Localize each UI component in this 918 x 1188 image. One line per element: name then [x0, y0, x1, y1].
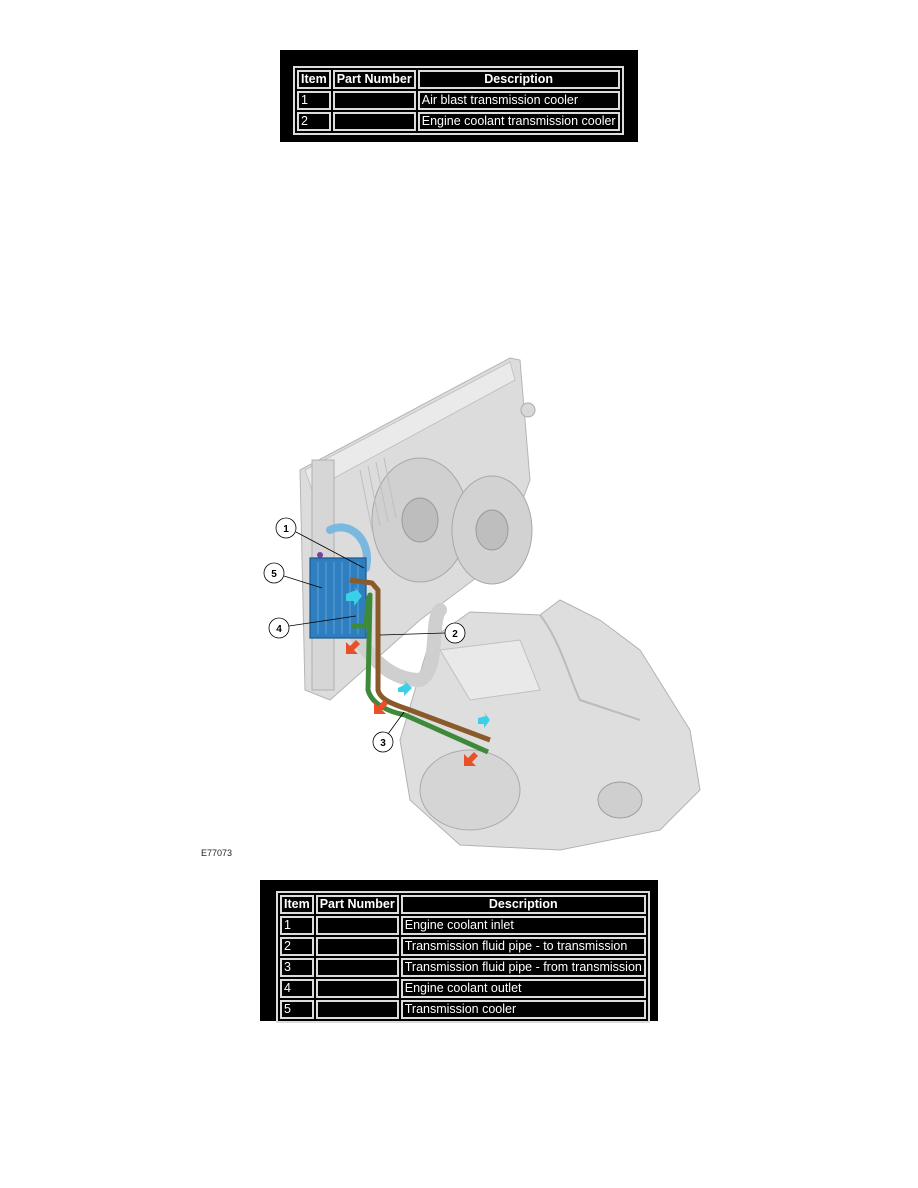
cell-part-number: [332, 112, 416, 131]
table-row: 1 Air blast transmission cooler: [297, 91, 620, 110]
cell-item: 1: [297, 91, 331, 110]
transmission-housing: [399, 599, 701, 851]
transmission-cooler-illustration: 1 2 3 4 5: [263, 357, 701, 851]
parts-table-2: Item Part Number Description 1 Engine co…: [260, 880, 658, 1023]
cell-part-number: [315, 1000, 399, 1019]
cell-description: Transmission cooler: [400, 1000, 646, 1019]
engine-coolant-inlet-pipe: [326, 523, 371, 572]
column-header-part-number: Part Number: [315, 895, 399, 914]
cell-item: 3: [280, 958, 314, 977]
callout-4-label: 4: [276, 624, 282, 635]
table-row: 3 Transmission fluid pipe - from transmi…: [280, 958, 646, 977]
coolant-in-arrow: [478, 712, 490, 728]
cell-description: Engine coolant inlet: [400, 916, 646, 935]
cell-part-number: [315, 979, 399, 998]
cell-description: Transmission fluid pipe - from transmiss…: [400, 958, 646, 977]
cell-description: Transmission fluid pipe - to transmissio…: [400, 937, 646, 956]
table-header-row: Item Part Number Description: [297, 70, 620, 89]
parts-table-1-grid: Item Part Number Description 1 Air blast…: [293, 66, 624, 135]
cell-description: Air blast transmission cooler: [417, 91, 620, 110]
coolant-in-arrow: [398, 680, 412, 696]
column-header-description: Description: [400, 895, 646, 914]
coolant-out-arrow: [374, 700, 388, 714]
coolant-out-arrow: [464, 752, 478, 766]
parts-table-1: Item Part Number Description 1 Air blast…: [280, 50, 638, 142]
callout-4: [268, 617, 290, 639]
table-row: 2 Engine coolant transmission cooler: [297, 112, 620, 131]
cell-part-number: [315, 916, 399, 935]
cell-description: Engine coolant transmission cooler: [417, 112, 620, 131]
callout-2: [444, 622, 466, 644]
cell-item: 4: [280, 979, 314, 998]
table-row: 2 Transmission fluid pipe - to transmiss…: [280, 937, 646, 956]
cell-part-number: [315, 937, 399, 956]
table-row: 1 Engine coolant inlet: [280, 916, 646, 935]
table-header-row: Item Part Number Description: [280, 895, 646, 914]
cell-item: 5: [280, 1000, 314, 1019]
cell-item: 2: [280, 937, 314, 956]
figure-code: E77073: [201, 848, 233, 858]
coolant-hose: [338, 603, 447, 688]
transmission-fluid-pipe-to-transmission: [349, 577, 491, 743]
cell-part-number: [315, 958, 399, 977]
column-header-part-number: Part Number: [332, 70, 416, 89]
parts-table-2-grid: Item Part Number Description 1 Engine co…: [276, 891, 650, 1023]
callouts: [263, 517, 466, 753]
callout-5: [263, 562, 285, 584]
callout-2-label: 2: [452, 629, 458, 640]
column-header-item: Item: [297, 70, 331, 89]
callout-5-label: 5: [271, 569, 277, 580]
callout-3-label: 3: [380, 738, 386, 749]
table-row: 5 Transmission cooler: [280, 1000, 646, 1019]
cell-item: 2: [297, 112, 331, 131]
coolant-out-arrow: [346, 640, 360, 654]
column-header-item: Item: [280, 895, 314, 914]
callout-1-label: 1: [283, 524, 289, 535]
callout-1: [275, 517, 297, 539]
cell-part-number: [332, 91, 416, 110]
cell-item: 1: [280, 916, 314, 935]
cell-description: Engine coolant outlet: [400, 979, 646, 998]
column-header-description: Description: [417, 70, 620, 89]
table-row: 4 Engine coolant outlet: [280, 979, 646, 998]
callout-3: [372, 731, 394, 753]
coolant-in-arrow: [346, 586, 362, 606]
coolant-flow-arrows: [346, 586, 490, 766]
